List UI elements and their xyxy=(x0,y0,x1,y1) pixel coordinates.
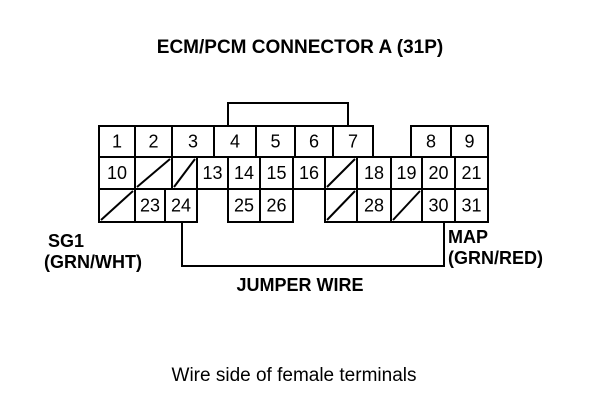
terminal-8: 8 xyxy=(410,125,452,158)
terminal-13: 13 xyxy=(196,156,229,190)
terminal-number: 13 xyxy=(202,163,222,183)
diagram-caption: Wire side of female terminals xyxy=(172,365,417,386)
cavity-outline xyxy=(259,188,294,223)
map-label: MAP xyxy=(448,227,488,247)
terminal-number: 3 xyxy=(188,132,198,152)
terminal-number: 10 xyxy=(107,163,127,183)
terminal-21: 21 xyxy=(454,156,489,190)
terminal-number: 28 xyxy=(364,196,384,216)
terminal-5: 5 xyxy=(255,125,296,158)
terminal-15: 15 xyxy=(259,156,294,190)
terminal-26: 26 xyxy=(259,188,294,223)
terminal-31: 31 xyxy=(454,188,489,223)
terminal-number: 14 xyxy=(234,163,254,183)
terminal-18: 18 xyxy=(356,156,392,190)
terminal-number: 19 xyxy=(396,163,416,183)
sg1-label: SG1 xyxy=(48,231,84,251)
terminal-number: 15 xyxy=(266,163,286,183)
terminal-9: 9 xyxy=(450,125,489,158)
terminal-number: 23 xyxy=(140,196,160,216)
terminal-number: 20 xyxy=(428,163,448,183)
terminal-number: 16 xyxy=(299,163,319,183)
terminal-number: 6 xyxy=(309,132,319,152)
terminal-number: 24 xyxy=(171,196,191,216)
terminal-7: 7 xyxy=(332,125,374,158)
empty-cavity xyxy=(324,156,358,190)
sg1-wire-color: (GRN/WHT) xyxy=(44,252,142,272)
unused-cavity-slash xyxy=(100,190,134,221)
terminal-number: 8 xyxy=(426,132,436,152)
terminal-1: 1 xyxy=(98,125,136,158)
terminal-number: 4 xyxy=(230,132,240,152)
terminal-23: 23 xyxy=(134,188,166,223)
empty-cavity xyxy=(171,156,198,190)
terminal-6: 6 xyxy=(294,125,334,158)
jumper-wire xyxy=(181,222,445,267)
terminal-number: 26 xyxy=(266,196,286,216)
terminal-25: 25 xyxy=(227,188,261,223)
cavity-outline xyxy=(454,188,489,223)
terminal-number: 9 xyxy=(464,132,474,152)
jumper-wire-label: JUMPER WIRE xyxy=(236,275,363,295)
unused-cavity-slash xyxy=(173,158,196,188)
terminal-number: 1 xyxy=(112,132,122,152)
empty-cavity xyxy=(134,156,173,190)
unused-cavity-slash xyxy=(326,190,356,221)
terminal-number: 2 xyxy=(148,132,158,152)
terminal-30: 30 xyxy=(421,188,456,223)
terminal-2: 2 xyxy=(134,125,173,158)
terminal-number: 31 xyxy=(461,196,481,216)
unused-cavity-slash xyxy=(136,158,171,188)
terminal-28: 28 xyxy=(356,188,392,223)
connector-lock-tab xyxy=(227,102,349,126)
terminal-4: 4 xyxy=(213,125,257,158)
unused-cavity-slash xyxy=(392,190,421,221)
diagram-title: ECM/PCM CONNECTOR A (31P) xyxy=(157,37,443,58)
map-wire-color: (GRN/RED) xyxy=(448,248,543,268)
terminal-16: 16 xyxy=(292,156,326,190)
empty-cavity xyxy=(98,188,136,223)
terminal-10: 10 xyxy=(98,156,136,190)
terminal-number: 7 xyxy=(348,132,358,152)
terminal-24: 24 xyxy=(164,188,198,223)
empty-cavity xyxy=(324,188,358,223)
terminal-19: 19 xyxy=(390,156,423,190)
terminal-3: 3 xyxy=(171,125,215,158)
terminal-20: 20 xyxy=(421,156,456,190)
terminal-number: 18 xyxy=(364,163,384,183)
terminal-number: 21 xyxy=(461,163,481,183)
empty-cavity xyxy=(390,188,423,223)
terminal-14: 14 xyxy=(227,156,261,190)
terminal-number: 30 xyxy=(428,196,448,216)
terminal-number: 25 xyxy=(234,196,254,216)
unused-cavity-slash xyxy=(326,158,356,188)
terminal-number: 5 xyxy=(270,132,280,152)
